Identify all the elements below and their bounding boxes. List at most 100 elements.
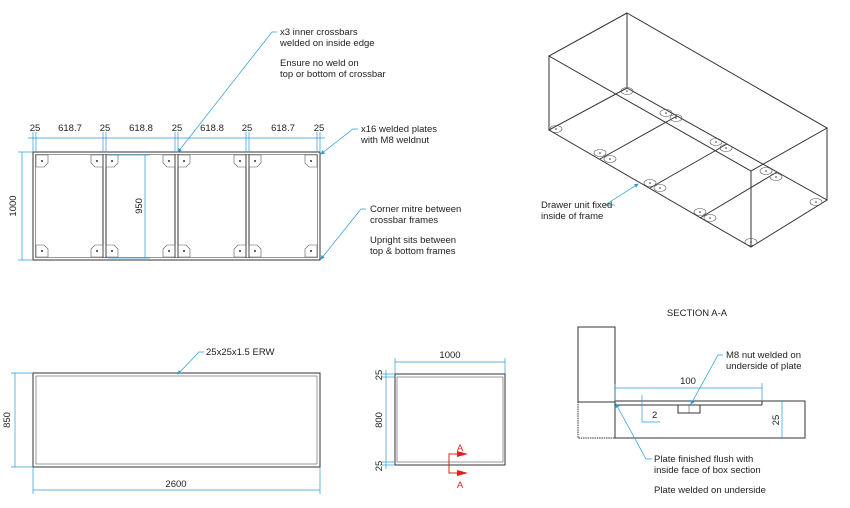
dim-side-height: 850 [2,412,13,428]
iso-bolt-hole [609,158,611,160]
note-drawer-2: inside of frame [541,211,603,222]
iso-plate [593,149,607,157]
plate [304,244,318,258]
plate [248,154,262,168]
bolt-hole [254,160,256,162]
plate [90,154,104,168]
dim-height: 1000 [8,195,19,216]
iso-plate [809,198,823,206]
dim-top-6: 25 [242,123,253,134]
iso-bolt-hole [765,170,767,172]
dim-25: 25 [771,415,782,426]
bolt-hole [111,250,113,252]
plate [162,244,176,258]
iso-plate [709,138,723,146]
bolt-hole [310,250,312,252]
bolt-hole [41,250,43,252]
dim-end-top: 25 [374,370,385,381]
note-mitre-2: crossbar frames [370,215,438,226]
bolt-hole [254,250,256,252]
plate [304,154,318,168]
bolt-hole [111,160,113,162]
dim-top-0: 25 [30,123,41,134]
plate [233,244,247,258]
note-upright-2: top & bottom frames [370,246,456,257]
section-title: SECTION A-A [667,308,728,319]
iso-plate [549,125,563,133]
iso-bolt-hole [626,90,628,92]
iso-bolt-hole [599,152,601,154]
outer-frame [32,151,321,261]
plate [248,244,262,258]
iso-plate [759,167,773,175]
bolt-hole [239,250,241,252]
plate [177,244,191,258]
dim-top-1: 618.7 [58,123,82,134]
note-plates-2: with M8 weldnut [360,135,429,146]
iso-plate [703,214,717,222]
isometric-view: Drawer unit fixed inside of frame [541,12,829,248]
crossbars [102,154,250,258]
iso-plate [643,179,657,187]
iso-bolt-hole [675,117,677,119]
iso-bolt-hole [815,201,817,203]
bolt-hole [168,160,170,162]
dim-side-length: 2600 [165,479,186,490]
iso-bolt-hole [649,182,651,184]
section-label-top: A [457,443,464,454]
iso-plate [653,184,667,192]
dim-top-7: 618.7 [271,123,295,134]
side-view: 25x25x1.5 ERW 850 2600 [2,347,321,494]
bolt-hole [96,250,98,252]
plate [35,244,49,258]
section-label-bottom: A [457,480,464,491]
plate [162,154,176,168]
note-drawer-1: Drawer unit fixed [541,200,612,211]
bolt-hole [183,160,185,162]
iso-bolt-hole [659,187,661,189]
material-label: 25x25x1.5 ERW [206,347,275,358]
dim-top-2: 25 [100,123,111,134]
bolt-hole [183,250,185,252]
dim-top-4: 25 [172,123,183,134]
dim-end-bottom: 25 [374,461,385,472]
iso-plate [693,208,707,216]
bolt-hole [239,160,241,162]
bolt-hole [41,160,43,162]
iso-bolt-hole [665,112,667,114]
note-crossbars-2: welded on inside edge [279,38,375,49]
iso-bolt-hole [709,217,711,219]
plate [35,154,49,168]
plate [233,154,247,168]
iso-plates [549,87,823,246]
iso-plate [603,155,617,163]
plate [177,154,191,168]
end-view: 1000 25 800 25 A A [374,350,506,491]
dim-inner: 950 [134,198,145,214]
note-flush-2: inside face of box section [654,465,761,476]
note-weld-2: top or bottom of crossbar [280,69,386,80]
note-weld-1: Ensure no weld on [280,58,359,69]
dim-top-3: 618.8 [129,123,153,134]
note-nut-2: underside of plate [726,361,802,372]
plan-view: 25 618.7 25 618.8 25 618.8 25 618.7 25 1… [8,27,461,261]
note-flush-1: Plate finished flush with [654,454,753,465]
iso-plate [719,144,733,152]
welded-plates [35,154,318,258]
section-marker: A A [448,443,468,491]
note-mitre-1: Corner mitre between [370,204,461,215]
dim-end-mid: 800 [374,412,385,428]
bolt-hole [96,160,98,162]
note-plates-1: x16 welded plates [361,124,437,135]
plate [90,244,104,258]
dim-top-5: 618.8 [200,123,224,134]
note-upright-1: Upright sits between [370,235,456,246]
iso-bolt-hole [715,141,717,143]
plate [105,244,119,258]
iso-bolt-hole [775,176,777,178]
iso-plate [669,114,683,122]
note-nut-1: M8 nut welded on [726,350,801,361]
iso-plate [744,238,758,246]
iso-bolt-hole [699,211,701,213]
